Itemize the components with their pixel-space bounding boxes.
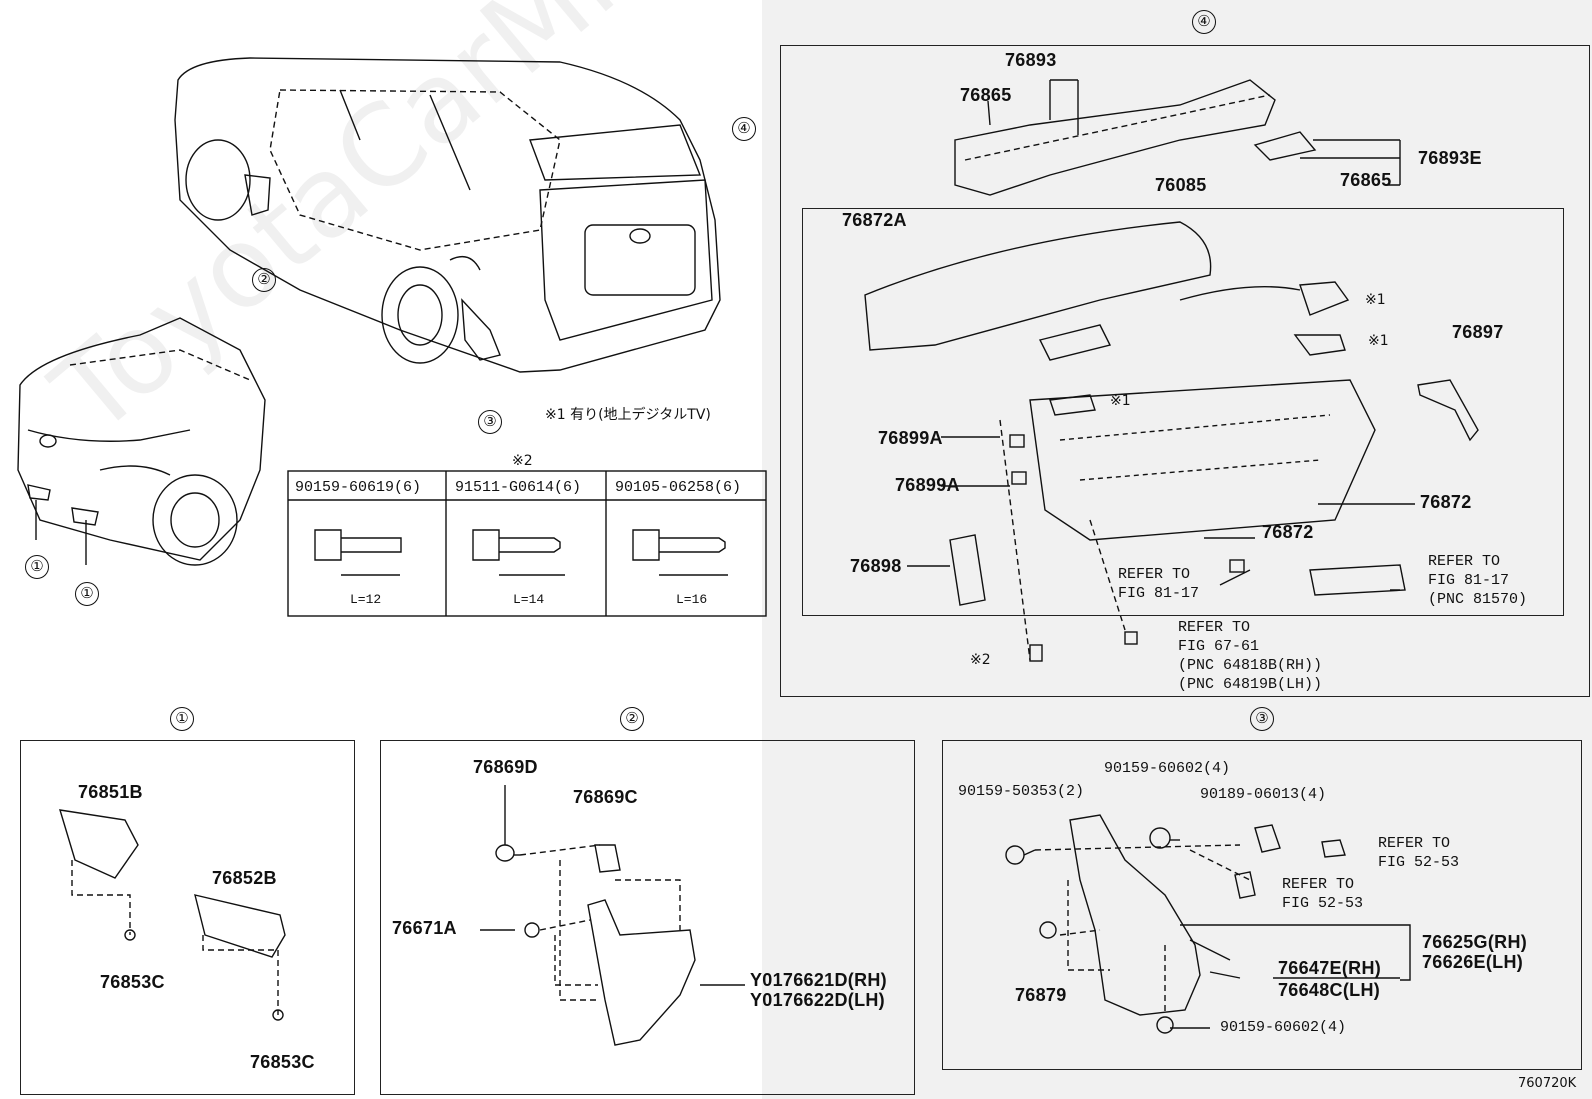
box-3-frame	[942, 740, 1582, 1070]
label-76872A: 76872A	[842, 210, 907, 230]
bolt-length-3: L=16	[676, 592, 708, 607]
label-Y0176622D: Y0176622D(LH)	[750, 990, 885, 1010]
bolt-length-2: L=14	[513, 592, 545, 607]
note-x1: ※1 有り(地上デジタルTV)	[545, 407, 711, 423]
callout-3: ③	[1250, 707, 1274, 731]
label-76865-a: 76865	[960, 85, 1012, 105]
label-76085: 76085	[1155, 175, 1207, 195]
refer-fig-81-17-left: REFER TO FIG 81-17	[1118, 566, 1200, 602]
suv-front-illustration	[17, 317, 266, 566]
diagram-id: 760720K	[1518, 1076, 1577, 1091]
label-76647E: 76647E(RH)	[1278, 958, 1382, 978]
box-4-inner-frame	[802, 208, 1564, 616]
label-76671A: 76671A	[392, 918, 457, 938]
label-76899A-b: 76899A	[895, 475, 960, 495]
box-1-frame	[20, 740, 355, 1095]
front-mudguard-illustration	[59, 809, 286, 1021]
label-90159-60602-a: 90159-60602(4)	[1104, 760, 1231, 777]
label-76851B: 76851B	[78, 782, 143, 802]
label-76899A-a: 76899A	[878, 428, 943, 448]
refer-fig-67-61: REFER TO FIG 67-61 (PNC 64818B(RH)) (PNC…	[1178, 619, 1323, 693]
label-Y0176621D: Y0176621D(RH)	[750, 970, 887, 990]
vehicle-callout-1b: ①	[75, 582, 99, 606]
suv-rear-illustration	[174, 57, 721, 373]
label-76893E: 76893E	[1418, 148, 1482, 168]
vehicle-callout-2: ②	[252, 268, 276, 292]
label-76626E: 76626E(LH)	[1422, 952, 1524, 972]
bolt-part-1: 90159-60619(6)	[295, 479, 422, 496]
callout-2: ②	[620, 707, 644, 731]
bolt-length-1: L=12	[350, 592, 382, 607]
refer-fig-81-17-right: REFER TO FIG 81-17 (PNC 81570)	[1428, 553, 1528, 608]
callout-4: ④	[1192, 10, 1216, 34]
box-4-frame	[780, 45, 1590, 697]
bolt-part-3: 90105-06258(6)	[615, 479, 742, 496]
bolt-table-grid	[287, 470, 767, 617]
label-90159-60602-b: 90159-60602(4)	[1220, 1019, 1347, 1036]
label-90159-50353: 90159-50353(2)	[958, 783, 1085, 800]
spoiler-assembly-illustration	[864, 79, 1479, 662]
label-76853C-a: 76853C	[100, 972, 165, 992]
label-76625G: 76625G(RH)	[1422, 932, 1528, 952]
bolt-part-2: 91511-G0614(6)	[455, 479, 582, 496]
mark-x1-c: ※1	[1110, 393, 1131, 409]
mark-x1-a: ※1	[1365, 292, 1386, 308]
vehicle-callout-1a: ①	[25, 555, 49, 579]
refer-fig-52-53-a: REFER TO FIG 52-53	[1378, 835, 1460, 871]
label-76852B: 76852B	[212, 868, 277, 888]
mark-x2: ※2	[970, 652, 991, 668]
callout-1: ①	[170, 707, 194, 731]
vehicle-callout-4: ④	[732, 117, 756, 141]
box-2-frame	[380, 740, 915, 1095]
label-76869D: 76869D	[473, 757, 538, 777]
label-90189-06013: 90189-06013(4)	[1200, 786, 1327, 803]
label-76869C: 76869C	[573, 787, 638, 807]
mark-x1-b: ※1	[1368, 333, 1389, 349]
rear-mudflap-left-illustration	[480, 785, 745, 1046]
label-76648C: 76648C(LH)	[1278, 980, 1381, 1000]
label-76879: 76879	[1015, 985, 1067, 1005]
vehicle-callout-3: ③	[478, 410, 502, 434]
label-76898: 76898	[850, 556, 902, 576]
label-76872-b: 76872	[1262, 522, 1314, 542]
label-76897: 76897	[1452, 322, 1504, 342]
refer-fig-52-53-b: REFER TO FIG 52-53	[1282, 876, 1364, 912]
bolt-table-mark: ※2	[512, 453, 533, 469]
rear-mudflap-right-illustration	[1005, 814, 1411, 1034]
label-76865-b: 76865	[1340, 170, 1392, 190]
label-76853C-b: 76853C	[250, 1052, 315, 1072]
label-76872-a: 76872	[1420, 492, 1472, 512]
label-76893: 76893	[1005, 50, 1057, 70]
